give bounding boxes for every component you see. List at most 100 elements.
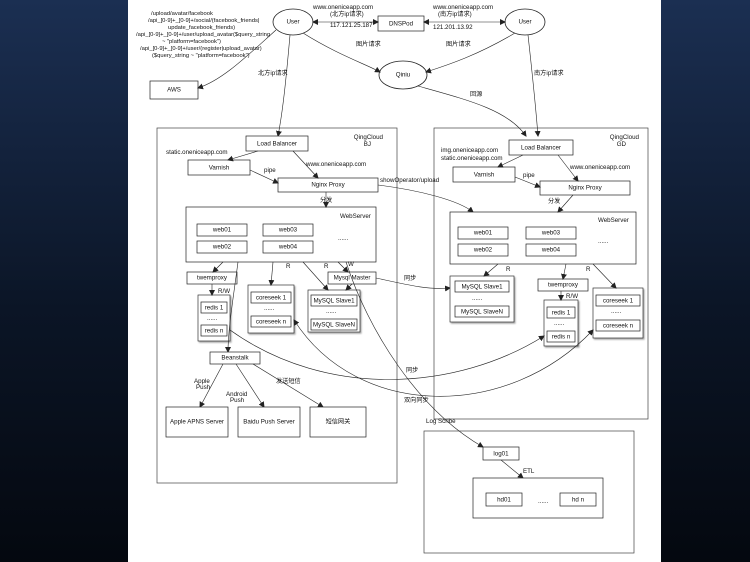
bj-redis-dots: ...... xyxy=(207,315,218,322)
south-ip-req-label: 南方ip请求 xyxy=(534,69,564,77)
edge-qiniu-to-gd-lb xyxy=(417,85,527,137)
gd-mysql-slaven-label: MySQL SlaveN xyxy=(461,309,503,316)
edge-beanstalk-to-sms xyxy=(252,363,324,408)
bj-mysql-slaven-label: MySQL SlaveN xyxy=(313,322,355,329)
user-left-label: User xyxy=(286,19,299,26)
edge-bj-master-to-slave xyxy=(345,283,353,291)
gd-redis1-node xyxy=(546,306,576,319)
bj-load-balancer-label: Load Balancer xyxy=(257,141,297,148)
bj-coreseek1-label: coreseek 1 xyxy=(256,295,287,302)
url-rule-5: /api_[0-9]+_[0-9]+/user/(register|upload… xyxy=(140,46,262,52)
apple-push-label-1: Apple xyxy=(194,378,210,385)
bj-nginx-proxy-label: Nginx Proxy xyxy=(311,182,345,189)
gd-web01-node xyxy=(457,226,509,240)
gd-webserver-label: WebServer xyxy=(598,217,629,224)
edge-bj-web-to-mysql-slave xyxy=(302,261,329,291)
right-domain-label: www.oneniceapp.com xyxy=(432,4,493,11)
log-dots: ...... xyxy=(538,498,549,505)
edge-log01-to-hd xyxy=(500,459,524,479)
bj-web04-node xyxy=(262,240,314,254)
bj-coreseek1-node xyxy=(250,291,292,304)
dnspod-label: DNSPod xyxy=(389,21,414,28)
bj-web01-node xyxy=(196,223,248,237)
edge-gd-web-to-twemproxy xyxy=(561,263,567,280)
edge-bj-web-to-beanstalk xyxy=(225,261,239,353)
gd-redis1-label: redis 1 xyxy=(552,310,571,317)
gd-web01-label: web01 xyxy=(473,230,493,237)
gd-r-label-2: R xyxy=(586,266,591,273)
img-req-right-label: 图片请求 xyxy=(446,40,471,48)
gd-coreseek-dots: ...... xyxy=(611,308,622,315)
gd-nginx-proxy-label: Nginx Proxy xyxy=(568,185,602,192)
edge-gd-lb-to-varnish xyxy=(497,154,524,168)
gd-mysql-dots: ...... xyxy=(472,295,483,302)
right-domain-sub-label: (南方ip请求) xyxy=(438,10,472,18)
architecture-diagram: QingCloud BJ QingCloud GD User User DNSP… xyxy=(136,4,649,554)
sync-label-1: 同步 xyxy=(404,274,416,282)
left-ip-label: 117.121.25.187 xyxy=(330,22,373,29)
edge-user-left-to-aws xyxy=(197,29,277,90)
gd-pipe-label: pipe xyxy=(523,172,535,179)
bj-baidu-node xyxy=(237,406,301,438)
edge-bj-master-sync-to-gd xyxy=(375,277,451,292)
edge-bj-redis-sync-to-gd xyxy=(229,329,545,380)
qiniu-node xyxy=(378,60,428,90)
etl-label: ETL xyxy=(523,468,535,475)
hdn-label: hd n xyxy=(572,497,585,504)
bj-redisn-label: redis n xyxy=(205,328,224,335)
bj-sms-node xyxy=(309,406,367,438)
bj-redis1-label: redis 1 xyxy=(205,305,224,312)
bj-redis1-node xyxy=(200,301,228,314)
right-ip-label: 121.201.13.92 xyxy=(433,24,473,31)
bj-web02-label: web02 xyxy=(212,244,232,251)
hd01-label: hd01 xyxy=(497,497,511,504)
edge-user-left-to-bj-lb xyxy=(275,34,291,137)
bj-w-label: W xyxy=(348,261,354,268)
north-ip-req-label: 北方ip请求 xyxy=(258,69,288,77)
bj-varnish-node xyxy=(187,159,251,176)
aws-label: AWS xyxy=(167,87,181,94)
edge-gd-web-to-mysql xyxy=(483,263,499,277)
edge-bj-nginx-to-gd-web xyxy=(377,184,474,213)
bi-sync-label: 双向同步 xyxy=(404,396,429,404)
url-rule-4: ~ "platform=facebook") xyxy=(162,39,221,45)
log-container xyxy=(423,430,635,554)
aws-node xyxy=(149,80,199,100)
gd-load-balancer-node xyxy=(508,139,574,156)
bj-beanstalk-node xyxy=(209,351,261,365)
send-sms-label: 发送短信 xyxy=(276,377,301,385)
show-operator-label: showOperator/upload xyxy=(380,177,440,184)
gd-redisn-label: redis n xyxy=(552,334,571,341)
bj-beanstalk-label: Beanstalk xyxy=(221,355,249,362)
bj-web02-node xyxy=(196,240,248,254)
apple-push-label-2: Push xyxy=(196,384,211,391)
bj-coreseek-dots: ...... xyxy=(264,305,275,312)
gd-redis-dots: ...... xyxy=(554,320,565,327)
edge-user-left-to-qiniu xyxy=(302,32,381,73)
qingcloud-bj-region: BJ xyxy=(364,141,371,148)
edge-beanstalk-to-baidu xyxy=(235,363,265,408)
log01-label: log01 xyxy=(493,451,509,458)
bj-r-label-2: R xyxy=(324,263,329,270)
gd-mysql-slaven-node xyxy=(454,305,510,318)
url-rule-1: /api_[0-9]+_[0-9]+/social/(facebook_frie… xyxy=(148,18,259,24)
edge-bj-web-to-coreseek xyxy=(268,261,275,286)
gd-coreseekn-node xyxy=(595,319,641,332)
qiniu-label: Qiniu xyxy=(396,72,411,79)
gd-static-domain-label: static.oneniceapp.com xyxy=(441,155,503,162)
bj-coreseekn-node xyxy=(250,315,292,328)
bj-static-domain-label: static.oneniceapp.com xyxy=(166,149,228,156)
gd-twemproxy-label: twemproxy xyxy=(548,282,579,289)
bj-rw-label: R/W xyxy=(218,288,230,295)
origin-label: 回源 xyxy=(470,90,482,98)
log-scribe-label: Log Scribe xyxy=(426,418,456,425)
qingcloud-bj-title: QingCloud xyxy=(354,134,384,141)
hdn-node xyxy=(559,492,597,507)
android-push-label-2: Push xyxy=(230,397,245,404)
bj-varnish-label: Varnish xyxy=(209,165,230,172)
gd-load-balancer-label: Load Balancer xyxy=(521,145,561,152)
bj-mysql-dots: ...... xyxy=(326,308,337,315)
qingcloud-gd-region: GD xyxy=(617,141,627,148)
gd-mysql-slave1-node xyxy=(454,280,510,293)
url-rule-2: update_facebook_friends) xyxy=(168,25,235,31)
